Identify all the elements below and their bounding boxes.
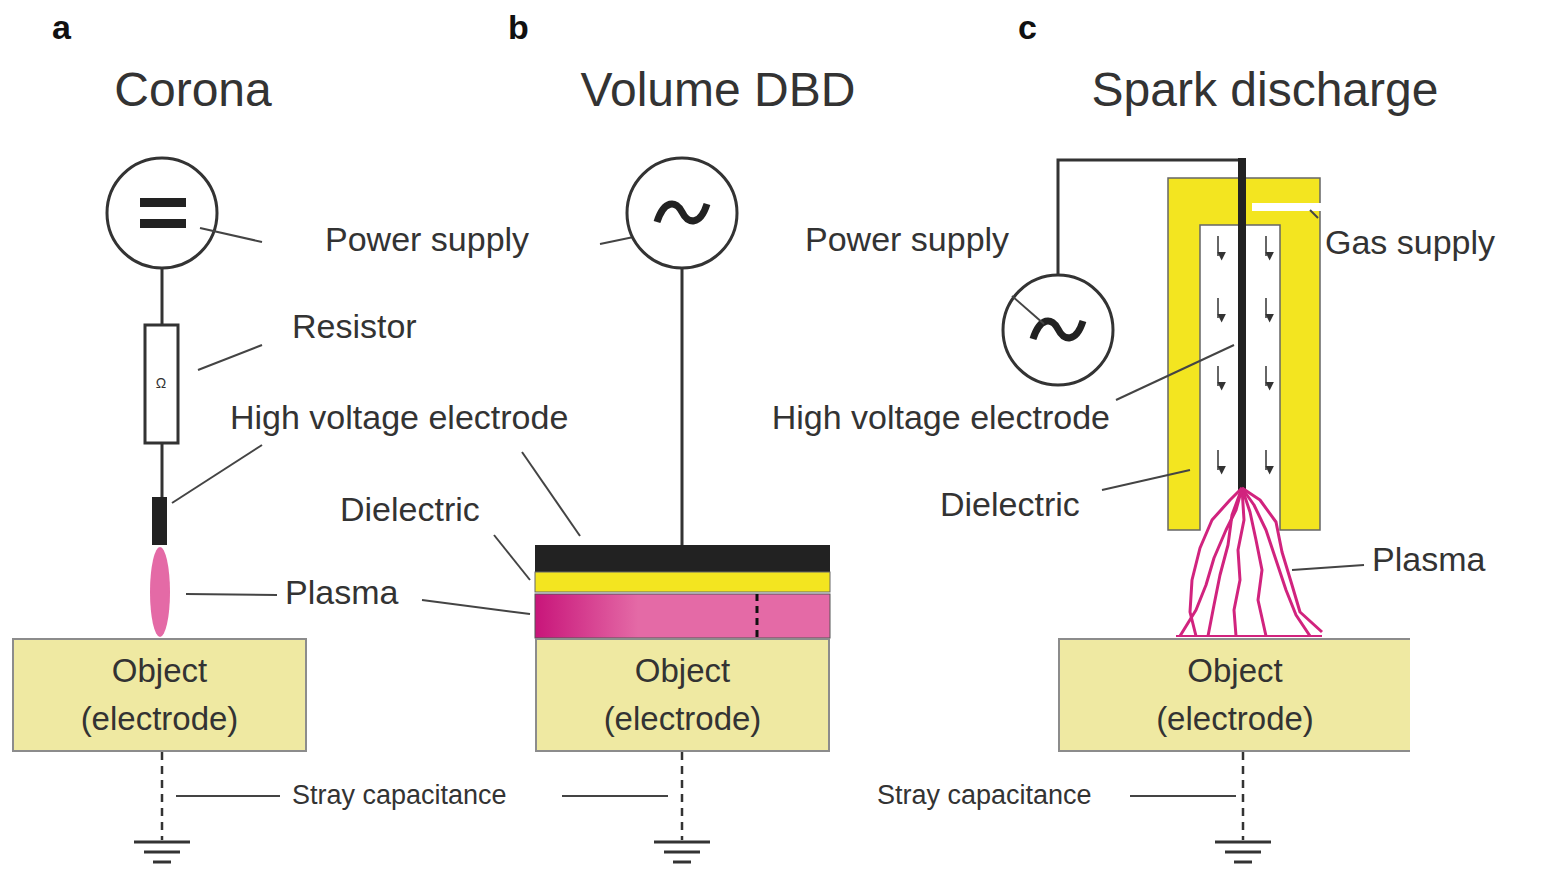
object-label: Object (electrode)	[1130, 647, 1340, 743]
object-label: Object (electrode)	[578, 647, 788, 743]
stray-capacitance	[1242, 752, 1245, 840]
panel-letter: c	[1018, 9, 1037, 46]
part-label: Stray capacitance	[292, 781, 507, 811]
dc-power-supply	[107, 158, 217, 268]
ac-power-supply	[1003, 275, 1113, 385]
resistor-symbol	[145, 325, 178, 443]
object-electrode: Object (electrode)	[12, 638, 307, 752]
ac-symbol	[1033, 321, 1083, 339]
part-label: Dielectric	[340, 491, 480, 528]
filament	[756, 594, 759, 638]
part-label: Power supply	[805, 221, 1009, 258]
panel-letter: b	[508, 9, 529, 46]
panel-title: Volume DBD	[581, 64, 856, 117]
corona-plasma	[150, 547, 170, 637]
wire	[161, 268, 164, 325]
ac-power-supply	[627, 158, 737, 268]
high-voltage-electrode	[1238, 158, 1246, 490]
part-label: Plasma	[285, 574, 398, 611]
part-label: Plasma	[1372, 541, 1485, 578]
panel-letter: a	[52, 9, 71, 46]
high-voltage-electrode	[535, 545, 830, 572]
part-label: Resistor	[292, 308, 417, 345]
gas-flow-arrow	[1218, 236, 1266, 470]
dc-symbol	[140, 219, 186, 228]
ohm-symbol: Ω	[156, 376, 166, 391]
spark-filaments	[1176, 488, 1322, 636]
object-electrode: Object (electrode)	[1058, 638, 1410, 752]
part-label: High voltage electrode	[772, 399, 1110, 436]
wire	[161, 443, 164, 497]
part-label: Power supply	[325, 221, 529, 258]
object-label: Object (electrode)	[55, 647, 265, 743]
ac-symbol	[657, 204, 707, 222]
object-electrode: Object (electrode)	[535, 638, 830, 752]
part-label: Stray capacitance	[877, 781, 1092, 811]
ground-symbol	[654, 842, 710, 862]
part-label: High voltage electrode	[230, 399, 568, 436]
panel-title: Corona	[114, 64, 271, 117]
part-label: Dielectric	[940, 486, 1080, 523]
wire	[681, 268, 684, 545]
ground-symbol	[134, 842, 190, 862]
gas-inlet	[1252, 203, 1322, 211]
dbd-plasma	[535, 594, 830, 638]
high-voltage-electrode	[152, 497, 167, 545]
stray-capacitance	[161, 752, 164, 840]
ground-symbol	[1215, 842, 1271, 862]
part-label: Gas supply	[1325, 224, 1495, 261]
stray-capacitance	[681, 752, 684, 840]
panel-title: Spark discharge	[1092, 64, 1439, 117]
dielectric-layer	[535, 572, 830, 592]
dc-symbol	[140, 198, 186, 207]
